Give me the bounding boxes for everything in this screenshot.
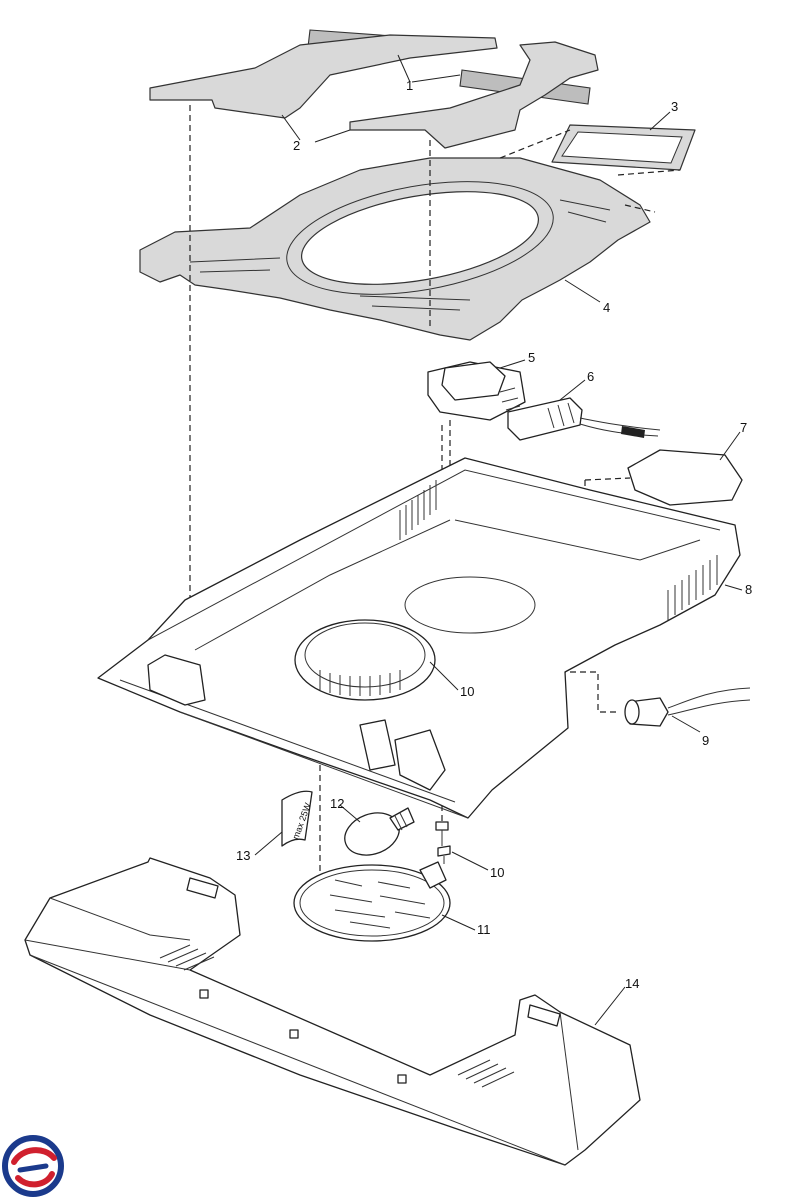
brand-logo [2, 1135, 64, 1197]
housing-vents-left [399, 480, 437, 540]
part-13-bulb-label: max 25W [281, 790, 313, 847]
callout-5: 5 [528, 350, 535, 365]
callout-11: 11 [477, 922, 491, 937]
lamp-socket [294, 619, 436, 701]
callout-7: 7 [740, 420, 747, 435]
part-6-connector [507, 397, 661, 441]
callout-3: 3 [671, 99, 678, 114]
part-7-cover-plate [627, 449, 743, 506]
part-8-main-housing [97, 457, 741, 819]
part-5-control-unit [427, 361, 526, 421]
callout-8: 8 [745, 582, 752, 597]
part-10-screws [435, 821, 451, 864]
callout-10-housing: 10 [460, 684, 474, 699]
callout-9: 9 [702, 733, 709, 748]
part-11-lamp-cover [293, 861, 451, 942]
part-9-indicator-lamp [624, 687, 751, 727]
housing-vents-right [667, 555, 718, 620]
tray-vents-left [159, 944, 215, 971]
callout-1: 1 [406, 78, 413, 93]
part-14-bottom-tray [24, 857, 641, 1166]
leader-lines [254, 54, 743, 1026]
tray-vents-right [457, 1059, 515, 1088]
part-2-foam-pads [149, 34, 599, 149]
callout-12: 12 [330, 796, 344, 811]
callout-labels: 1 2 3 4 5 6 7 8 9 10 10 11 12 13 14 [236, 78, 752, 991]
part-12-bulb [344, 807, 415, 856]
callout-14: 14 [625, 976, 639, 991]
callout-13: 13 [236, 848, 250, 863]
callout-10-screws: 10 [490, 865, 504, 880]
part-4-foam-insulation [139, 157, 651, 341]
callout-4: 4 [603, 300, 610, 315]
part-3-gasket-frame [551, 124, 696, 171]
callout-2: 2 [293, 138, 300, 153]
callout-6: 6 [587, 369, 594, 384]
